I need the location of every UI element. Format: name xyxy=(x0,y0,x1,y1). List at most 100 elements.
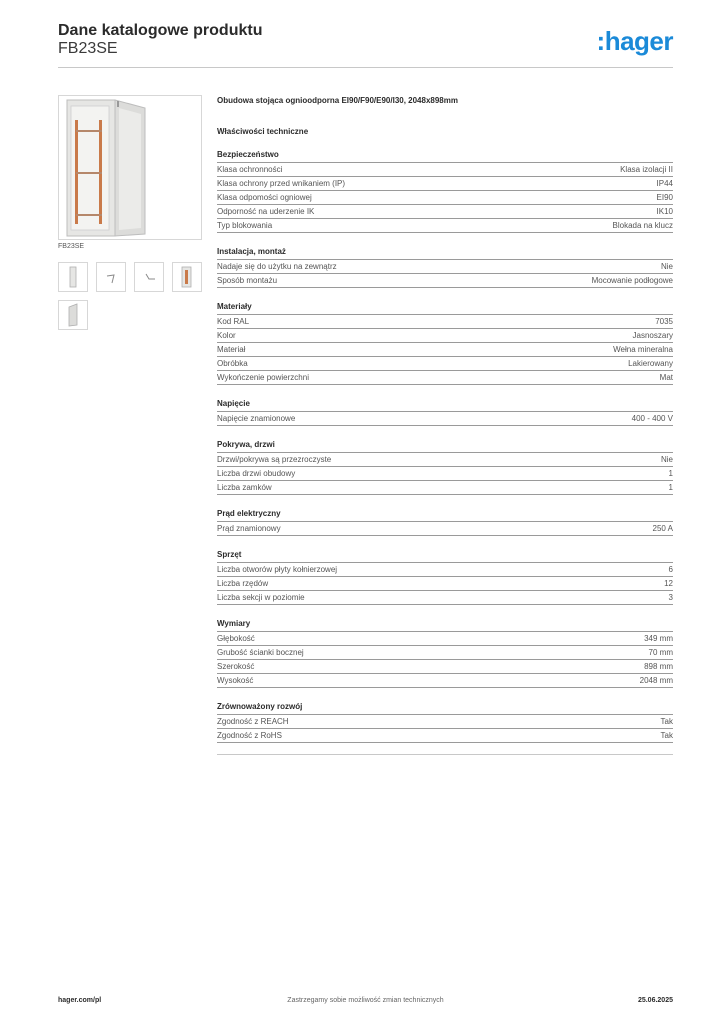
spec-value: 1 xyxy=(668,483,673,492)
section-title: Zrównoważony rozwój xyxy=(217,702,673,715)
bracket-icon xyxy=(106,274,115,284)
header-divider xyxy=(58,67,673,68)
product-image[interactable] xyxy=(58,95,202,240)
spec-value: Tak xyxy=(660,731,673,740)
section-title: Pokrywa, drzwi xyxy=(217,440,673,453)
section-title: Instalacja, montaż xyxy=(217,247,673,260)
spec-value: Tak xyxy=(660,717,673,726)
spec-value: Wełna mineralna xyxy=(613,345,673,354)
hager-logo: :hager xyxy=(597,26,674,56)
cabinet-image xyxy=(60,97,200,238)
spec-row: Liczba rzędów 12 xyxy=(217,577,673,591)
spec-value: IK10 xyxy=(656,207,673,216)
spec-value: Nie xyxy=(660,262,673,271)
spec-value: 2048 mm xyxy=(639,676,673,685)
spec-label: Zgodność z REACH xyxy=(217,717,289,726)
bracket-thumb[interactable] xyxy=(96,262,126,292)
spec-label: Szerokość xyxy=(217,662,255,671)
section-title: Prąd elektryczny xyxy=(217,509,673,522)
spec-row: Szerokość 898 mm xyxy=(217,660,673,674)
spec-label: Materiał xyxy=(217,345,246,354)
spec-label: Typ blokowania xyxy=(217,221,273,230)
spec-label: Zgodność z RoHS xyxy=(217,731,282,740)
spec-label: Kolor xyxy=(217,331,236,340)
spec-label: Obróbka xyxy=(217,359,248,368)
spec-row: Drzwi/pokrywa są przezroczyste Nie xyxy=(217,453,673,467)
spec-value: 7035 xyxy=(655,317,673,326)
spec-label: Liczba sekcji w poziomie xyxy=(217,593,305,602)
spec-value: 70 mm xyxy=(648,648,673,657)
spec-row: Sposób montażu Mocowanie podłogowe xyxy=(217,274,673,288)
spec-label: Sposób montażu xyxy=(217,276,278,285)
spec-row: Zgodność z REACH Tak xyxy=(217,715,673,729)
spec-row: Grubość ścianki bocznej 70 mm xyxy=(217,646,673,660)
spec-label: Drzwi/pokrywa są przezroczyste xyxy=(217,455,332,464)
spec-value: 250 A xyxy=(652,524,673,533)
spec-row: Zgodność z RoHS Tak xyxy=(217,729,673,743)
spec-row: Klasa ochrony przed wnikaniem (IP)IP44 xyxy=(217,177,673,191)
spec-label: Nadaje się do użytku na zewnątrz xyxy=(217,262,337,271)
footer-disclaimer: Zastrzegamy sobie możliwość zmian techni… xyxy=(287,997,444,1004)
angle-bracket-icon xyxy=(145,273,155,280)
section-title: Sprzęt xyxy=(217,550,673,563)
cabinet-side-thumb[interactable] xyxy=(58,300,88,330)
spec-label: Liczba rzędów xyxy=(217,579,269,588)
cabinet-front-thumb[interactable] xyxy=(58,262,88,292)
product-details: Obudowa stojąca ognioodporna EI90/F90/E9… xyxy=(217,96,673,743)
spec-label: Liczba drzwi obudowy xyxy=(217,469,296,478)
footer-website[interactable]: hager.com/pl xyxy=(58,997,102,1004)
spec-row: Wykończenie powierzchni Mat xyxy=(217,371,673,385)
spec-label: Klasa odpomości ogniowej xyxy=(217,193,312,202)
spec-value: Blokada na klucz xyxy=(612,221,673,230)
spec-value: 6 xyxy=(668,565,673,574)
spec-row: Wysokość 2048 mm xyxy=(217,674,673,688)
spec-value: Mocowanie podłogowe xyxy=(591,276,673,285)
spec-value: IP44 xyxy=(656,179,673,188)
spec-row: Odporność na uderzenie IK IK10 xyxy=(217,205,673,219)
spec-label: Wykończenie powierzchni xyxy=(217,373,309,382)
spec-value: 898 mm xyxy=(644,662,673,671)
spec-row: Kod RAL 7035 xyxy=(217,315,673,329)
spec-label: Klasa ochronności xyxy=(217,165,283,174)
spec-label: Grubość ścianki bocznej xyxy=(217,648,304,657)
angle-bracket-thumb[interactable] xyxy=(134,262,164,292)
content-end-divider xyxy=(217,754,673,755)
spec-value: Jasnoszary xyxy=(632,331,673,340)
spec-row: Materiał Wełna mineralna xyxy=(217,343,673,357)
spec-row: Napięcie znamionowe 400 - 400 V xyxy=(217,412,673,426)
spec-row: Nadaje się do użytku na zewnątrz Nie xyxy=(217,260,673,274)
product-title: Obudowa stojąca ognioodporna EI90/F90/E9… xyxy=(217,96,458,105)
spec-row: Kolor Jasnoszary xyxy=(217,329,673,343)
product-code: FB23SE xyxy=(58,40,118,57)
spec-label: Odporność na uderzenie IK xyxy=(217,207,315,216)
spec-value: Mat xyxy=(659,373,673,382)
spec-value: 400 - 400 V xyxy=(631,414,673,423)
spec-value: 12 xyxy=(664,579,673,588)
cabinet-open-icon xyxy=(181,266,192,288)
cabinet-open-thumb[interactable] xyxy=(172,262,202,292)
cabinet-front-icon xyxy=(69,266,77,288)
spec-row: Typ blokowania Blokada na klucz xyxy=(217,219,673,233)
section-title: Wymiary xyxy=(217,619,673,632)
spec-value: Klasa izolacji II xyxy=(620,165,673,174)
spec-label: Kod RAL xyxy=(217,317,250,326)
page-header: Dane katalogowe produktu FB23SE :hager xyxy=(58,20,674,68)
spec-value: 3 xyxy=(668,593,673,602)
spec-value: Nie xyxy=(660,455,673,464)
spec-row: Liczba sekcji w poziomie 3 xyxy=(217,591,673,605)
spec-label: Napięcie znamionowe xyxy=(217,414,296,423)
spec-label: Wysokość xyxy=(217,676,254,685)
section-title: Napięcie xyxy=(217,399,673,412)
